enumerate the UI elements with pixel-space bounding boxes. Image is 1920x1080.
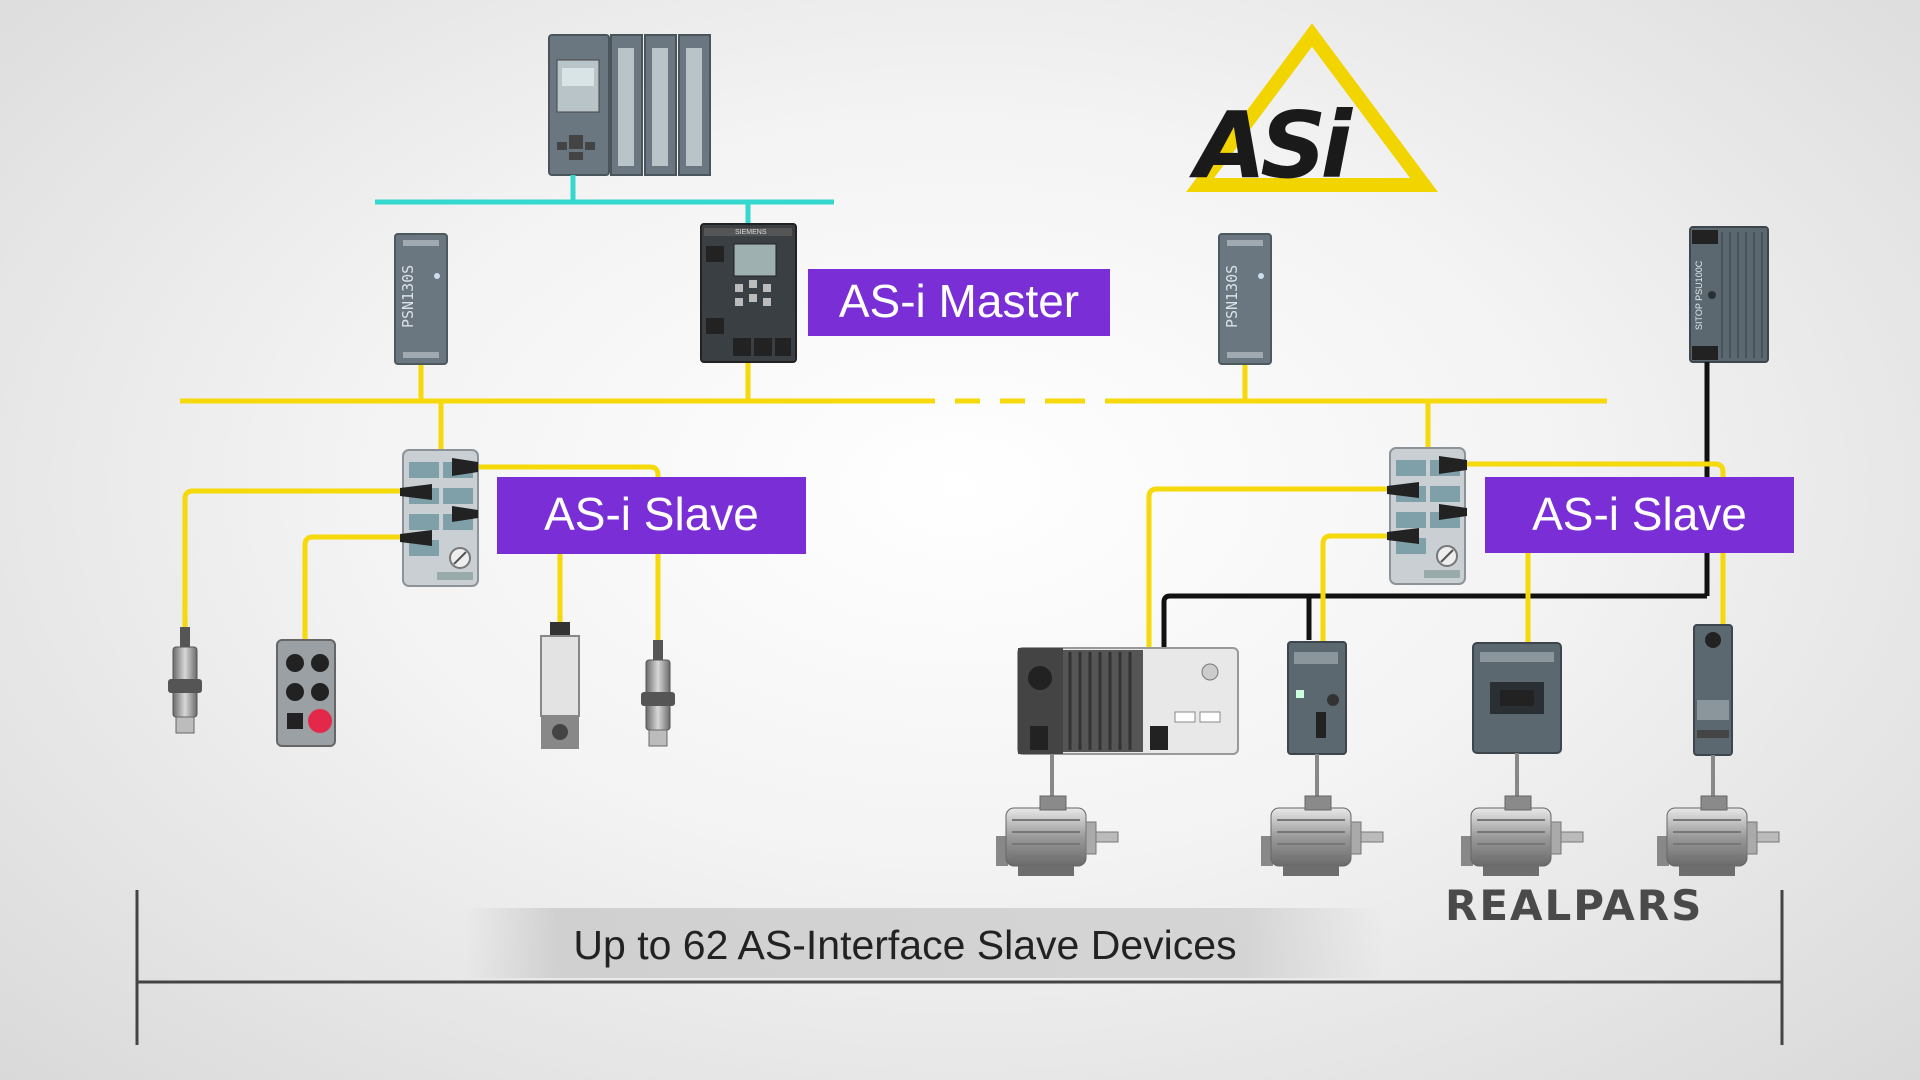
psu-right-label: PSN130S — [1223, 265, 1241, 328]
caption: Up to 62 AS-Interface Slave Devices — [573, 921, 1237, 968]
push-button-box-icon — [276, 639, 336, 747]
asi-master-label: AS-i Master — [808, 269, 1110, 336]
left-slave-cables — [182, 464, 661, 650]
profinet-bus — [375, 175, 834, 224]
power-supply-left-icon: PSN130S — [394, 233, 448, 365]
sitop-power-supply-icon: SITOP PSU100C — [1689, 226, 1769, 363]
proximity-sensor-icon — [167, 626, 203, 734]
asi-main-cable — [180, 362, 1607, 450]
motor-icon — [1460, 795, 1584, 877]
asi-slave-module-left-icon — [400, 449, 479, 587]
motor-icon — [995, 795, 1119, 877]
frequency-converter-icon — [1017, 647, 1239, 755]
limit-switch-icon — [540, 622, 580, 749]
motor-icon — [1656, 795, 1780, 877]
contactor-icon — [1472, 642, 1562, 754]
psu-left-label: PSN130S — [399, 265, 417, 328]
power-supply-right-icon: PSN130S — [1218, 233, 1272, 365]
master-maker-label: SIEMENS — [735, 229, 767, 236]
asi-logo-text: ASi — [1195, 92, 1352, 199]
proximity-sensor-icon — [640, 639, 676, 747]
motor-icon — [1260, 795, 1384, 877]
right-slave-cables — [1146, 461, 1726, 648]
brand-logo: REALPARS — [1445, 880, 1704, 930]
motor-starter-compact-icon — [1693, 624, 1733, 756]
asi-slave-left-label: AS-i Slave — [497, 477, 806, 554]
range-bracket — [135, 890, 1784, 1045]
asi-slave-right-label: AS-i Slave — [1485, 477, 1794, 553]
sitop-label: SITOP PSU100C — [1694, 260, 1704, 330]
asi-master-module-icon: SIEMENS — [700, 223, 797, 363]
caption-band — [465, 908, 1385, 978]
asi-logo — [1186, 23, 1438, 192]
motor-starter-icon — [1287, 641, 1347, 755]
asi-slave-module-right-icon — [1387, 447, 1467, 585]
plc-icon — [548, 34, 711, 176]
